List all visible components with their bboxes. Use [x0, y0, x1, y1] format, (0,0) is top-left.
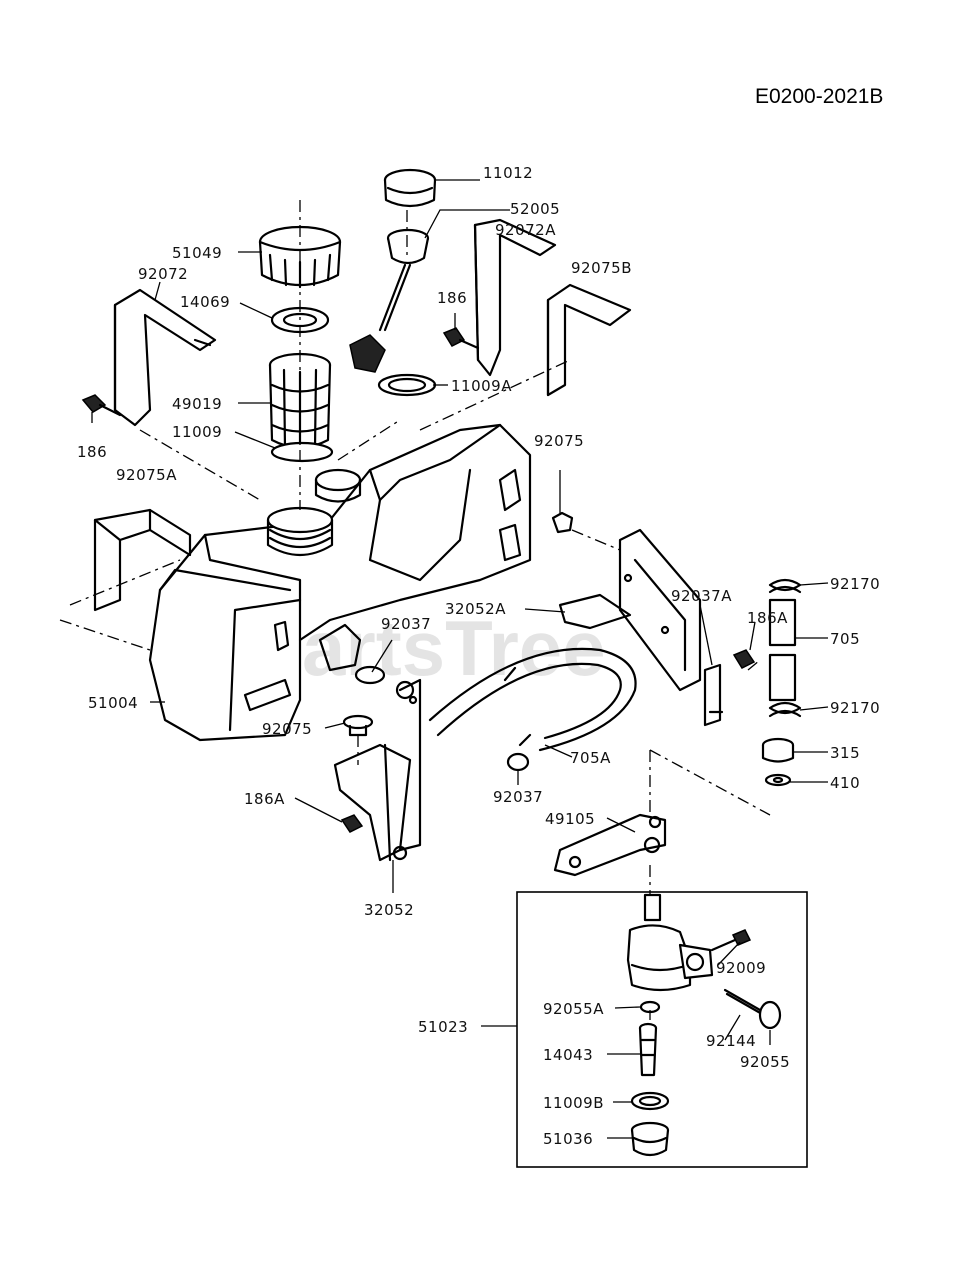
assembly-lines [59, 200, 771, 1020]
hose-705[interactable] [768, 598, 797, 702]
label-11009: 11009 [172, 423, 222, 441]
label-92170-top: 92170 [830, 575, 880, 593]
fuel-cock[interactable] [626, 893, 714, 992]
label-32052a: 32052A [445, 600, 506, 618]
label-186-top: 186 [437, 289, 467, 307]
bolt-186a-right[interactable] [732, 649, 756, 669]
bracket-32052[interactable] [333, 678, 422, 862]
label-705a: 705A [570, 749, 611, 767]
diagram-code: E0200-2021B [755, 85, 883, 108]
bolt-186-left[interactable] [81, 394, 122, 417]
ring-11009b[interactable] [630, 1091, 670, 1111]
cap-11012[interactable] [383, 168, 437, 208]
label-51023: 51023 [418, 1018, 468, 1036]
label-186a-right: 186A [747, 609, 788, 627]
label-52005: 52005 [510, 200, 560, 218]
label-49105: 49105 [545, 810, 595, 828]
part-labels: 11012 52005 92072A 51049 92075B 92072 14… [77, 164, 880, 1148]
label-92075a: 92075A [116, 466, 177, 484]
ring-11009a[interactable] [377, 373, 437, 397]
fuel-cap[interactable] [258, 225, 342, 289]
label-92037a: 92037A [671, 587, 732, 605]
clamp-92037a[interactable] [703, 663, 724, 727]
bracket-92072a[interactable] [473, 218, 557, 377]
label-92037-upper: 92037 [381, 615, 431, 633]
fuel-gauge[interactable] [349, 228, 430, 373]
label-186a-left: 186A [244, 790, 285, 808]
label-51049: 51049 [172, 244, 222, 262]
filter-14043[interactable] [638, 1022, 658, 1077]
label-410: 410 [830, 774, 860, 792]
label-92075b: 92075B [571, 259, 632, 277]
cup-51036[interactable] [630, 1121, 670, 1157]
label-14069: 14069 [180, 293, 230, 311]
label-14043: 14043 [543, 1046, 593, 1064]
fuel-cock-assembly-box [516, 891, 808, 1168]
label-186-left: 186 [77, 443, 107, 461]
label-92075-lower: 92075 [262, 720, 312, 738]
label-51004: 51004 [88, 694, 138, 712]
bracket-92075b[interactable] [546, 283, 632, 397]
label-92072a: 92072A [495, 221, 556, 239]
washer-410[interactable] [764, 773, 792, 787]
label-92144: 92144 [706, 1032, 756, 1050]
label-51036: 51036 [543, 1130, 593, 1148]
screw-92144[interactable] [723, 988, 764, 1016]
hose-705a[interactable] [428, 647, 637, 752]
label-32052: 32052 [364, 901, 414, 919]
ring-11009[interactable] [270, 441, 334, 463]
label-92170-bottom: 92170 [830, 699, 880, 717]
leader-lines [91, 179, 829, 1139]
label-11009b: 11009B [543, 1094, 604, 1112]
label-705: 705 [830, 630, 860, 648]
gasket-14069[interactable] [270, 306, 330, 334]
bolt-186a-left[interactable] [340, 814, 364, 833]
label-11012: 11012 [483, 164, 533, 182]
label-92009: 92009 [716, 959, 766, 977]
bracket-32052a[interactable] [558, 528, 702, 692]
label-92055a: 92055A [543, 1000, 604, 1018]
label-11009a: 11009A [451, 377, 512, 395]
spring-92170-bottom[interactable] [768, 701, 802, 718]
label-92075: 92075 [534, 432, 584, 450]
packing-92055[interactable] [758, 1000, 782, 1030]
spring-92170-top[interactable] [768, 578, 802, 594]
bolt-186-right[interactable] [442, 327, 480, 350]
strap-92072[interactable] [113, 288, 217, 427]
grommet-92075[interactable] [551, 511, 574, 534]
grommet-92075-lower[interactable] [342, 714, 374, 737]
strap-92075a[interactable] [93, 508, 192, 612]
screw-92009[interactable] [710, 929, 752, 952]
label-315: 315 [830, 744, 860, 762]
label-92055: 92055 [740, 1053, 790, 1071]
fuel-tank[interactable] [148, 423, 532, 742]
plate-49105[interactable] [553, 813, 667, 877]
label-92072: 92072 [138, 265, 188, 283]
nut-315[interactable] [761, 737, 795, 763]
label-92037-lower: 92037 [493, 788, 543, 806]
label-49019: 49019 [172, 395, 222, 413]
clamp-92037-lower[interactable] [506, 752, 530, 772]
